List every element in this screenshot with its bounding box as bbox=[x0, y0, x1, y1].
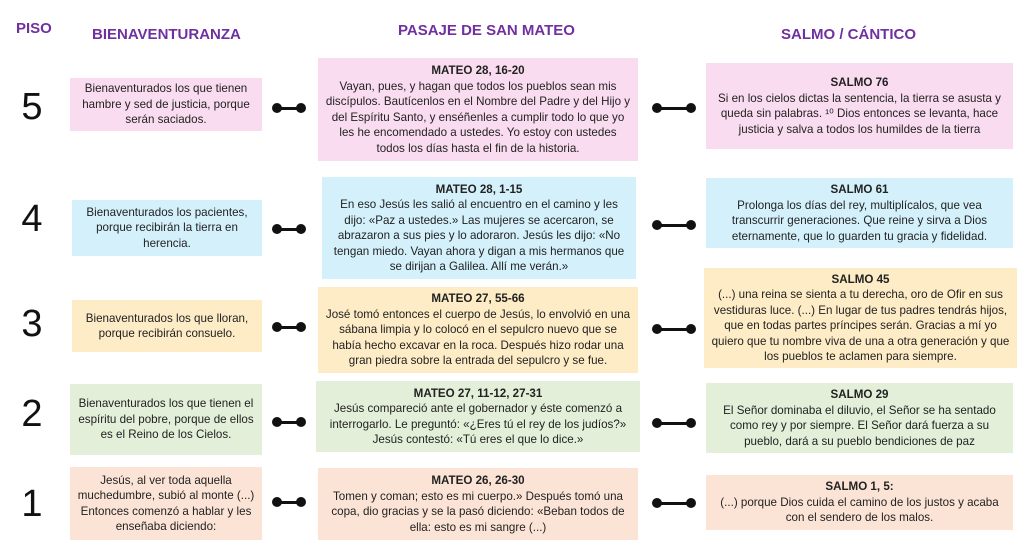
salmo-text: Prolonga los días del rey, multiplícalos… bbox=[731, 198, 988, 243]
bienaventuranza-text: Bienaventurados los que lloran, porque r… bbox=[85, 311, 249, 341]
connector bbox=[272, 103, 306, 113]
salmo-ref: SALMO 61 bbox=[830, 183, 889, 196]
salmo-text: El Señor dominaba el diluvio, el Señor s… bbox=[723, 403, 996, 448]
salmo-box: SALMO 29 El Señor dominaba el diluvio, el… bbox=[706, 383, 1013, 453]
mateo-ref: MATEO 26, 26-30 bbox=[431, 474, 525, 487]
salmo-text: (...) una reina se sienta a tu derecha, … bbox=[711, 288, 1010, 363]
connector bbox=[272, 497, 306, 507]
salmo-ref: SALMO 45 bbox=[831, 272, 890, 286]
salmo-ref: SALMO 76 bbox=[830, 76, 889, 89]
bienaventuranza-box: Bienaventurados los pacientes, porque re… bbox=[72, 200, 262, 256]
bienaventuranza-text: Bienaventurados los que tienen el espíri… bbox=[78, 397, 254, 442]
salmo-box: SALMO 61 Prolonga los días del rey, multi… bbox=[706, 178, 1013, 248]
header-salmo: SALMO / CÁNTICO bbox=[781, 26, 916, 43]
mateo-ref: MATEO 27, 11-12, 27-31 bbox=[413, 386, 543, 400]
bienaventuranza-box: Bienaventurados los que tienen el espíri… bbox=[70, 384, 262, 455]
connector bbox=[652, 220, 696, 230]
bienaventuranza-box: Jesús, al ver toda aquella muchedumbre, … bbox=[70, 467, 262, 540]
mateo-ref: MATEO 28, 1-15 bbox=[435, 182, 523, 196]
mateo-text: Jesús compareció ante el gobernador y és… bbox=[329, 402, 627, 446]
piso-number: 4 bbox=[21, 198, 43, 240]
salmo-text: (...) porque Dios cuida el camino de los… bbox=[720, 495, 999, 525]
mateo-ref: MATEO 27, 55-66 bbox=[431, 292, 525, 306]
connector bbox=[652, 103, 696, 113]
salmo-box: SALMO 1, 5:(...) porque Dios cuida el ca… bbox=[706, 475, 1013, 530]
connector bbox=[652, 498, 696, 508]
bienaventuranza-box: Bienaventurados los que lloran, porque r… bbox=[72, 300, 262, 352]
salmo-ref: SALMO 29 bbox=[830, 388, 889, 401]
mateo-text: José tomó entonces el cuerpo de Jesús, l… bbox=[325, 307, 631, 368]
salmo-text: Si en los cielos dictas la sentencia, la… bbox=[718, 91, 1001, 136]
mateo-text: Vayan, pues, y hagan que todos los puebl… bbox=[325, 79, 631, 155]
bienaventuranza-text: Bienaventurados los pacientes, porque re… bbox=[86, 205, 248, 250]
connector bbox=[272, 417, 306, 427]
bienaventuranza-text: Jesús, al ver toda aquella muchedumbre, … bbox=[77, 473, 255, 534]
salmo-box: SALMO 76 Si en los cielos dictas la sente… bbox=[706, 63, 1013, 149]
header-bienaventuranza: BIENAVENTURANZA bbox=[92, 26, 241, 43]
piso-number: 3 bbox=[21, 303, 43, 345]
piso-number: 2 bbox=[21, 393, 43, 435]
bienaventuranza-box: Bienaventurados los que tienen hambre y … bbox=[70, 78, 262, 131]
mateo-text: En eso Jesús les salió al encuentro en e… bbox=[333, 198, 625, 273]
salmo-box: SALMO 45 (...) una reina se sienta a tu d… bbox=[704, 268, 1017, 368]
piso-number: 5 bbox=[21, 86, 43, 128]
bienaventuranza-text: Bienaventurados los que tienen hambre y … bbox=[82, 82, 250, 127]
connector bbox=[272, 322, 306, 332]
piso-number: 1 bbox=[21, 483, 43, 525]
header-pasaje: PASAJE DE SAN MATEO bbox=[398, 22, 575, 39]
connector bbox=[272, 224, 306, 234]
mateo-box: MATEO 28, 1-15 En eso Jesús les salió al … bbox=[322, 177, 636, 279]
mateo-text: Tomen y coman; esto es mi cuerpo.» Despu… bbox=[331, 489, 625, 534]
header-piso: PISO bbox=[16, 20, 52, 37]
salmo-ref: SALMO 1, 5: bbox=[825, 480, 894, 494]
mateo-ref: MATEO 28, 16-20 bbox=[431, 64, 525, 77]
connector bbox=[652, 418, 696, 428]
connector bbox=[652, 324, 696, 334]
